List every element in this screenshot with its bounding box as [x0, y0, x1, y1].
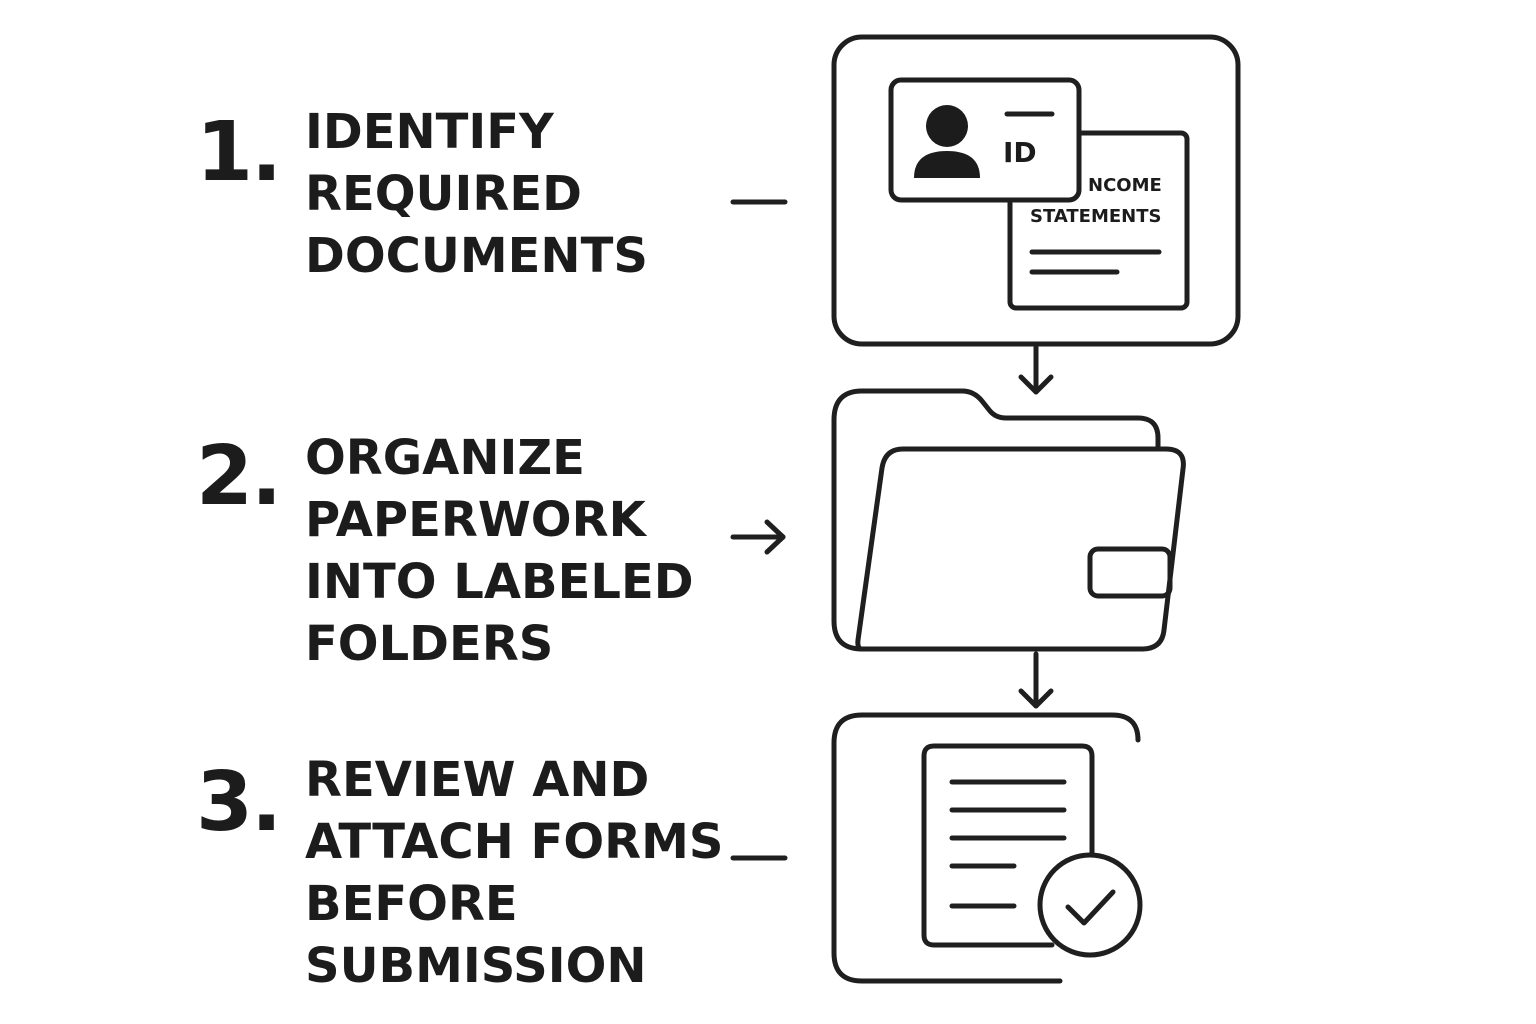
checkmark-icon	[1037, 852, 1143, 958]
step-3-line-2: ATTACH FORMS	[305, 814, 724, 870]
step-1-text: IDENTIFY REQUIRED DOCUMENTS	[305, 101, 648, 287]
step-3-line-1: REVIEW AND	[305, 752, 650, 808]
arrow-down-icon	[1018, 343, 1054, 395]
step-2-line-4: FOLDERS	[305, 616, 554, 672]
step-3-line-3: BEFORE	[305, 876, 518, 932]
document-icon	[921, 743, 1095, 948]
income-statement-document-icon	[1007, 130, 1190, 311]
step-1-number: 1.	[196, 105, 282, 200]
step-2-number: 2.	[196, 429, 282, 524]
step-3-text: REVIEW AND ATTACH FORMS BEFORE SUBMISSIO…	[305, 749, 723, 997]
step-1-line-2: REQUIRED	[305, 166, 582, 222]
step-2-text: ORGANIZE PAPERWORK INTO LABELED FOLDERS	[305, 427, 694, 675]
step-1-line-3: DOCUMENTS	[305, 228, 648, 284]
arrow-down-icon	[1018, 651, 1054, 709]
income-doc-title-line-1: NCOME	[1088, 175, 1162, 196]
step-2-line-3: INTO LABELED	[305, 554, 694, 610]
step-2-line-2: PAPERWORK	[305, 492, 646, 548]
step-2-line-1: ORGANIZE	[305, 430, 585, 486]
person-icon	[914, 105, 980, 178]
step-3-line-4: SUBMISSION	[305, 938, 647, 994]
arrow-right-icon	[730, 519, 786, 555]
panel-review-forms	[831, 712, 1141, 984]
step-1-line-1: IDENTIFY	[305, 104, 554, 160]
id-card-icon	[888, 77, 1082, 203]
step-3-number: 3.	[196, 755, 282, 850]
folder-icon	[831, 388, 1186, 652]
id-card-label: ID	[1003, 136, 1037, 169]
income-doc-title-line-2: STATEMENTS	[1030, 206, 1161, 227]
